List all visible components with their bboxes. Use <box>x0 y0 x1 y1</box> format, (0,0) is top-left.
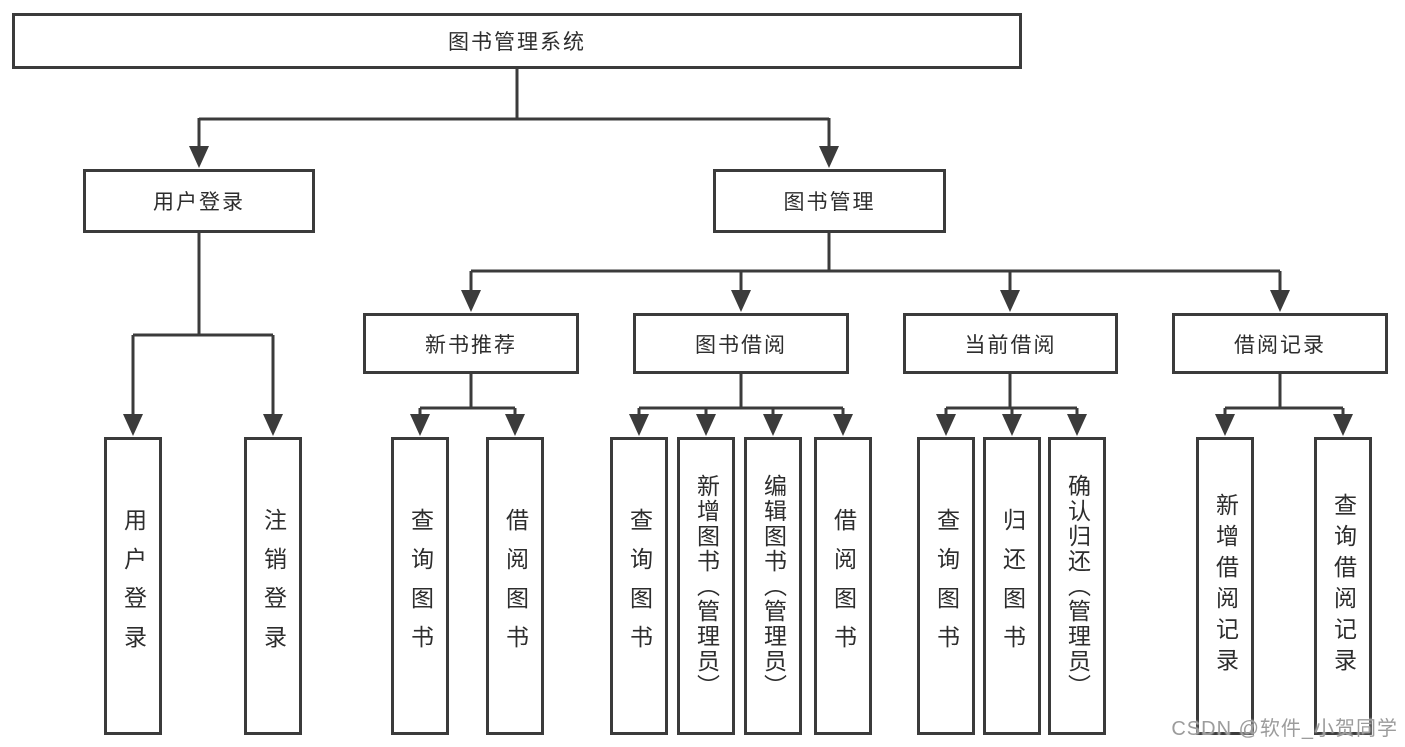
leaf-add-borrow-record: 新增借阅记录 <box>1196 437 1254 735</box>
node-label: 借阅图书 <box>502 508 529 664</box>
leaf-return-books: 归还图书 <box>983 437 1041 735</box>
node-label: 图书管理系统 <box>448 31 586 54</box>
node-label: 当前借阅 <box>964 333 1057 357</box>
node-label: 用户登录 <box>120 508 147 664</box>
leaf-query-books: 查询图书 <box>391 437 449 735</box>
node-borrowing-records: 借阅记录 <box>1172 313 1388 374</box>
leaf-query-books: 查询图书 <box>610 437 668 735</box>
node-label: 新书推荐 <box>425 333 517 357</box>
leaf-query-borrow-record: 查询借阅记录 <box>1314 437 1372 735</box>
leaf-query-books: 查询图书 <box>917 437 975 735</box>
csdn-watermark: CSDN @软件_小贺同学 <box>1171 718 1398 740</box>
leaf-edit-books-admin: 编辑图书（管理员） <box>744 437 802 735</box>
leaf-user-login: 用户登录 <box>104 437 162 735</box>
node-book-borrowing: 图书借阅 <box>633 313 849 374</box>
node-label: 查询图书 <box>933 508 960 664</box>
node-new-book-recommend: 新书推荐 <box>363 313 579 374</box>
node-current-borrowing: 当前借阅 <box>903 313 1118 374</box>
node-label: 图书管理 <box>783 191 876 214</box>
node-label: 新增图书（管理员） <box>693 473 720 699</box>
node-label: 借阅图书 <box>830 508 857 664</box>
node-label: 新增借阅记录 <box>1212 493 1239 679</box>
node-label: 编辑图书（管理员） <box>760 473 787 699</box>
arrowheads <box>123 146 1353 436</box>
node-label: 归还图书 <box>999 508 1026 664</box>
node-label: 用户登录 <box>153 191 245 214</box>
leaf-confirm-return-admin: 确认归还（管理员） <box>1048 437 1106 735</box>
node-user-login: 用户登录 <box>83 169 315 233</box>
node-book-management: 图书管理 <box>713 169 946 233</box>
node-label: 图书借阅 <box>695 333 787 357</box>
leaf-borrow-books: 借阅图书 <box>814 437 872 735</box>
leaf-add-books-admin: 新增图书（管理员） <box>677 437 735 735</box>
node-library-management-system: 图书管理系统 <box>12 13 1022 69</box>
node-label: 确认归还（管理员） <box>1064 473 1091 699</box>
leaf-borrow-books: 借阅图书 <box>486 437 544 735</box>
leaf-logout: 注销登录 <box>244 437 302 735</box>
node-label: 查询图书 <box>626 508 653 664</box>
node-label: 借阅记录 <box>1234 333 1326 357</box>
node-label: 注销登录 <box>260 508 287 664</box>
node-label: 查询借阅记录 <box>1330 493 1357 679</box>
node-label: 查询图书 <box>407 508 434 664</box>
